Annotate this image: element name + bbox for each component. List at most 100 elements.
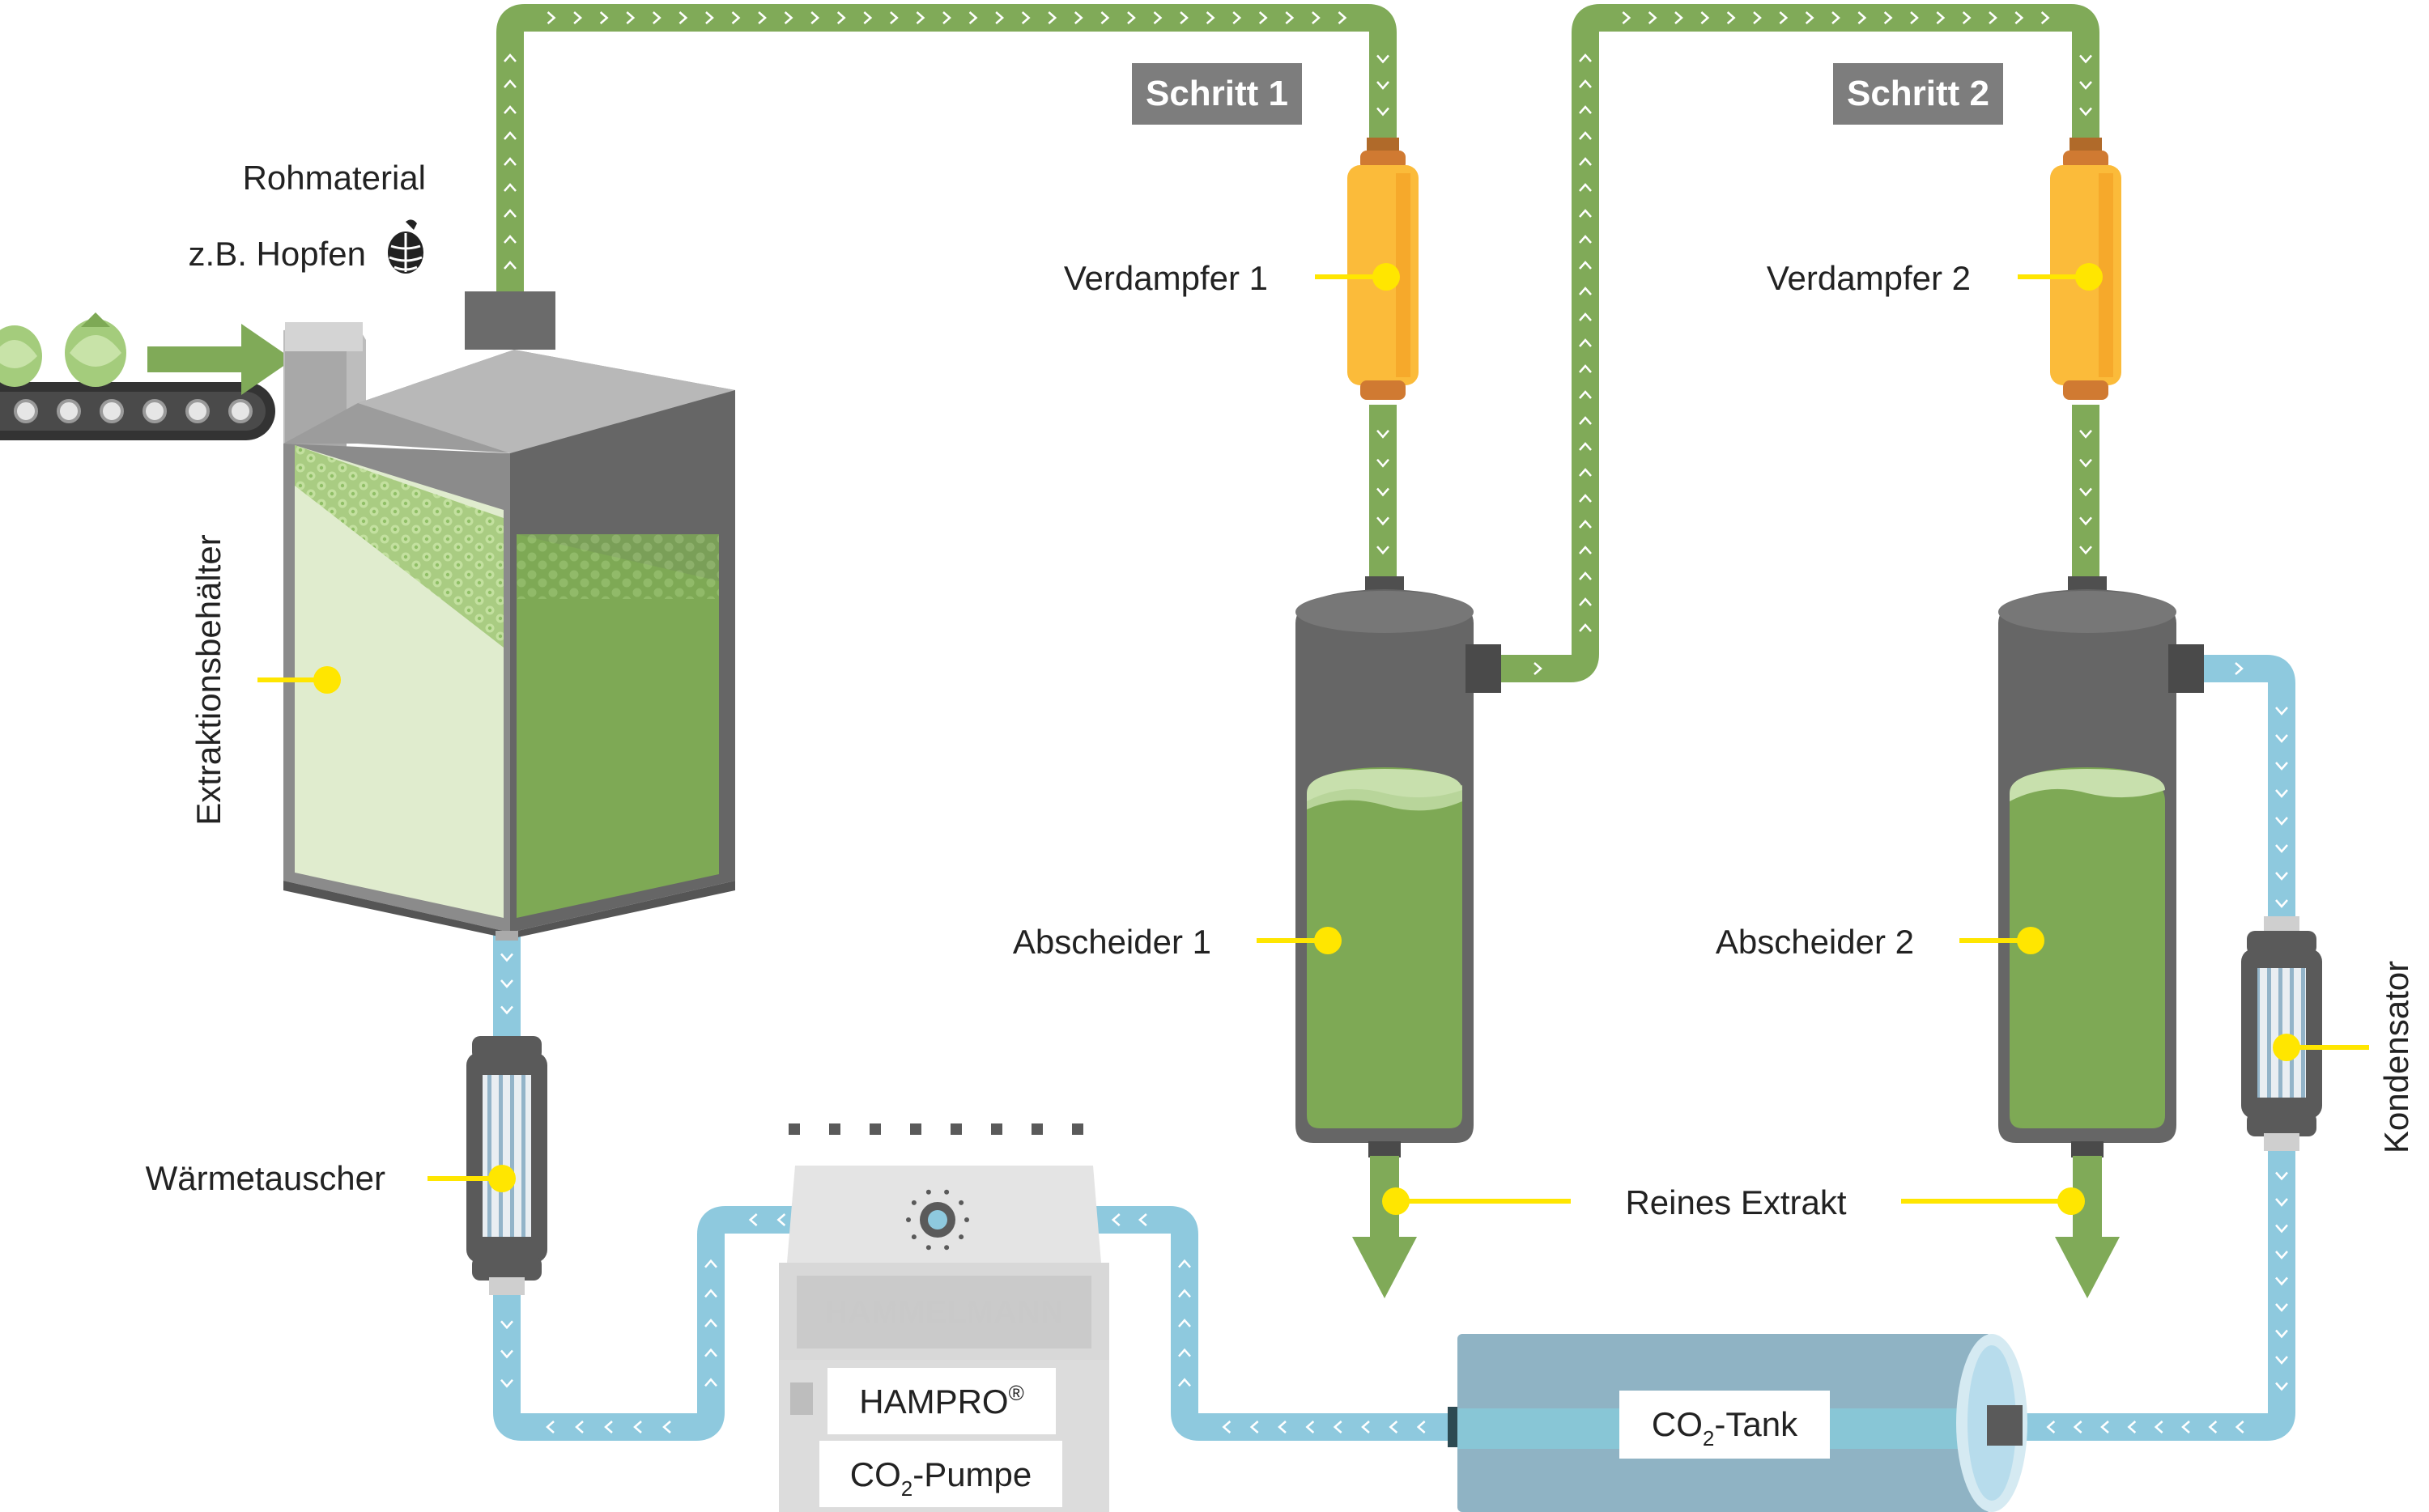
flow-chevron-icon [704,1378,717,1387]
flow-chevron-icon [1258,11,1268,24]
flow-chevron-icon [504,235,517,244]
flow-chevron-icon [2100,1421,2109,1433]
flow-chevron-icon [1361,1421,1370,1433]
flow-chevron-icon [1579,494,1592,503]
leader-kondensator [2273,1034,2369,1061]
pump-port-dot [911,1234,917,1240]
flow-chevron-icon [1579,390,1592,399]
flow-chevron-icon [1074,11,1083,24]
flow-chevron-icon [1333,1421,1342,1433]
flow-chevron-icon [500,1378,513,1388]
flow-chevron-icon [2275,1382,2288,1391]
flow-chevron-icon [1416,1421,1426,1433]
flow-chevron-icon [1674,11,1683,24]
arrow-down-icon [1352,1237,1417,1298]
pump-vent-dot [789,1123,800,1135]
label-abscheider-1: Abscheider 1 [1013,923,1211,961]
flow-chevron-icon [1962,11,1972,24]
flow-chevron-icon [1389,1421,1398,1433]
flow-chevron-icon [2079,107,2092,117]
flow-chevron-icon [1579,235,1592,244]
flow-chevron-icon [1579,209,1592,218]
flow-chevron-icon [1376,487,1389,497]
flow-chevron-icon [504,157,517,166]
flow-chevron-icon [2275,1329,2288,1339]
flow-chevron-icon [1249,1421,1259,1433]
flow-chevron-icon [1726,11,1736,24]
flow-chevron-icon [2073,1421,2082,1433]
pump-brand: HAMMELMANN [824,1294,1064,1330]
flow-chevron-icon [1579,261,1592,270]
flow-chevron-icon [2275,762,2288,771]
flow-chevron-icon [2235,1421,2244,1433]
flow-chevron-icon [1831,11,1840,24]
waermetauscher [466,1036,547,1295]
flow-chevron-icon [748,1213,758,1226]
label-kondensator: Kondensator [2377,961,2415,1153]
pump-port-dot [911,1200,917,1205]
flow-chevron-icon [1178,1289,1191,1298]
label-reines-extrakt: Reines Extrakt [1625,1183,1846,1221]
flow-chevron-icon [968,11,978,24]
conveyor-roller [100,399,124,423]
flow-chevron-icon [916,11,925,24]
flow-chevron-icon [704,1348,717,1357]
flow-chevron-icon [1857,11,1867,24]
flow-chevron-icon [2275,1171,2288,1181]
flow-chevron-icon [1579,571,1592,580]
flow-chevron-icon [2079,487,2092,497]
green-pipe-step1 [496,4,1397,291]
abscheider-1 [1295,576,1501,1157]
pump-vent-dot [1072,1123,1083,1135]
hop-cones-on-belt [0,312,126,387]
flow-chevron-icon [1232,11,1242,24]
leader-verdampfer-2 [2018,263,2103,291]
pump-vent-dot [870,1123,881,1135]
flow-chevron-icon [1111,1213,1121,1226]
flow-chevron-icon [1648,11,1657,24]
flow-chevrons [500,11,2288,1433]
pump-label-suffix: -Pumpe [912,1455,1032,1493]
pump-port-dot [925,1245,931,1251]
flow-chevron-icon [1178,1348,1191,1357]
conveyor-roller [57,399,81,423]
flow-chevron-icon [1753,11,1762,24]
flow-chevron-icon [1700,11,1710,24]
leader-verdampfer-1 [1315,263,1400,291]
flow-chevron-icon [2079,54,2092,64]
step1-label: Schritt 1 [1146,74,1288,113]
flow-chevron-icon [1178,1259,1191,1268]
flow-chevron-icon [2275,1198,2288,1207]
arrow-down-icon [2055,1237,2120,1298]
pump-vent-dot [829,1123,840,1135]
flow-chevron-icon [704,1319,717,1327]
flow-chevron-icon [500,1349,513,1359]
pump-port-dot [959,1234,964,1240]
step2-label: Schritt 2 [1847,74,1989,113]
flow-chevron-icon [633,1421,642,1433]
label-rohmaterial: Rohmaterial [243,159,426,197]
conveyor-roller [143,399,167,423]
flow-chevron-icon [1579,105,1592,114]
label-extraktionsbehaelter: Extraktionsbehälter [189,534,228,826]
flow-chevron-icon [546,1421,555,1433]
extract-outlet-1 [1352,1156,1417,1298]
flow-chevron-icon [2275,734,2288,743]
pump-label-prefix: CO [850,1455,901,1493]
flow-chevron-icon [1579,157,1592,166]
flow-chevron-icon [1579,520,1592,529]
flow-chevron-icon [2275,1303,2288,1312]
extract-outlet-2 [2055,1156,2120,1298]
flow-chevron-icon [1579,623,1592,632]
blue-pipe-pump-tank [938,1206,1457,1441]
flow-chevron-icon [2014,11,2024,24]
flow-chevron-icon [731,11,741,24]
label-hopfen: z.B. Hopfen [189,235,366,273]
pump-vent-dot [1032,1123,1043,1135]
pump-model-badge: HAMPRO® [827,1368,1056,1434]
flow-chevron-icon [784,11,793,24]
pipe-network [493,4,2295,1441]
flow-chevron-icon [1180,11,1189,24]
flow-chevron-icon [1579,79,1592,88]
